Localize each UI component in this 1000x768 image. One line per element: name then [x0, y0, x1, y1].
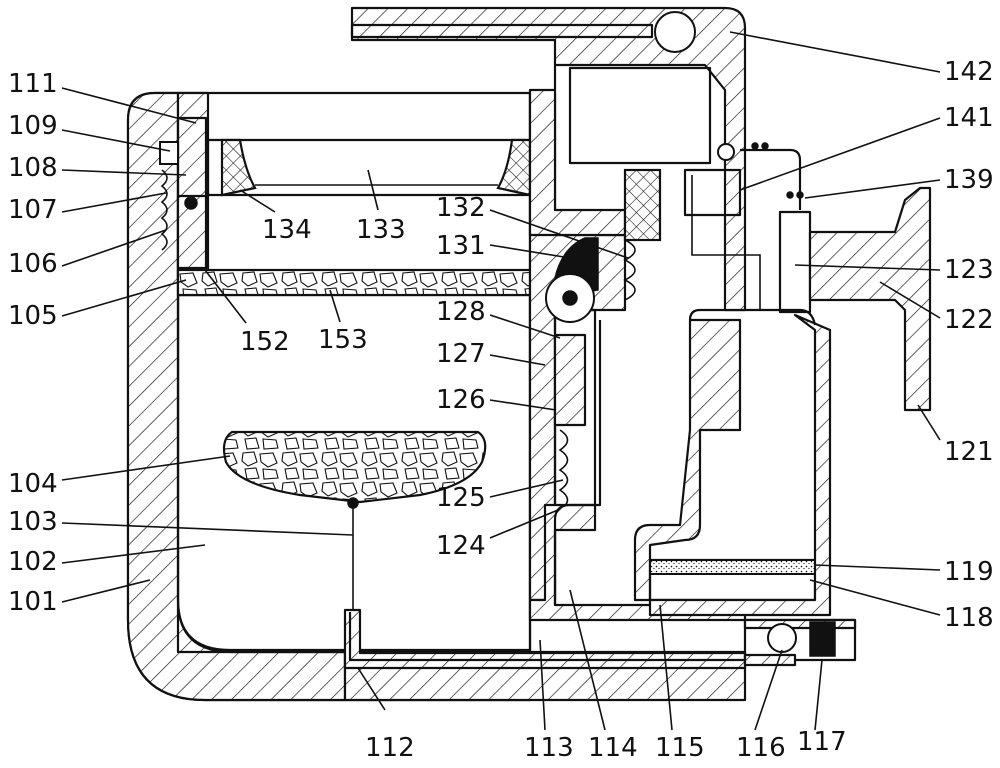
label-101: 101 — [8, 587, 58, 617]
label-126: 126 — [436, 385, 486, 415]
label-105: 105 — [8, 301, 58, 331]
label-114: 114 — [588, 733, 638, 763]
label-142: 142 — [944, 57, 994, 87]
label-153: 153 — [318, 325, 368, 355]
outlet-valve — [743, 618, 857, 667]
float-104 — [222, 430, 487, 610]
side-wall-assembly — [159, 91, 210, 297]
label-118: 118 — [944, 603, 994, 633]
label-152: 152 — [240, 327, 290, 357]
collection-chamber — [528, 308, 832, 622]
filter-plate-153 — [176, 268, 532, 297]
label-102: 102 — [8, 547, 58, 577]
label-109: 109 — [8, 111, 58, 141]
upper-tray-133 — [206, 138, 532, 197]
label-116: 116 — [736, 733, 786, 763]
label-141: 141 — [944, 103, 994, 133]
reference-labels: 111 109 108 107 106 105 104 103 102 101 … — [8, 57, 994, 763]
label-115: 115 — [655, 733, 705, 763]
label-139: 139 — [944, 165, 994, 195]
label-132: 132 — [436, 193, 486, 223]
label-124: 124 — [436, 531, 486, 561]
label-125: 125 — [436, 483, 486, 513]
top-manifold — [350, 6, 804, 312]
label-134: 134 — [262, 215, 312, 245]
label-107: 107 — [8, 195, 58, 225]
label-122: 122 — [944, 305, 994, 335]
label-108: 108 — [8, 153, 58, 183]
label-106: 106 — [8, 249, 58, 279]
label-123: 123 — [944, 255, 994, 285]
label-133: 133 — [356, 215, 406, 245]
label-121: 121 — [944, 437, 994, 467]
label-119: 119 — [944, 557, 994, 587]
label-104: 104 — [8, 469, 58, 499]
handle-121 — [778, 186, 932, 412]
label-103: 103 — [8, 507, 58, 537]
label-117: 117 — [797, 727, 847, 757]
leader-lines — [61, 31, 941, 731]
label-128: 128 — [436, 297, 486, 327]
label-127: 127 — [436, 339, 486, 369]
label-111: 111 — [8, 69, 58, 99]
label-131: 131 — [436, 231, 486, 261]
label-112: 112 — [365, 733, 415, 763]
label-113: 113 — [524, 733, 574, 763]
